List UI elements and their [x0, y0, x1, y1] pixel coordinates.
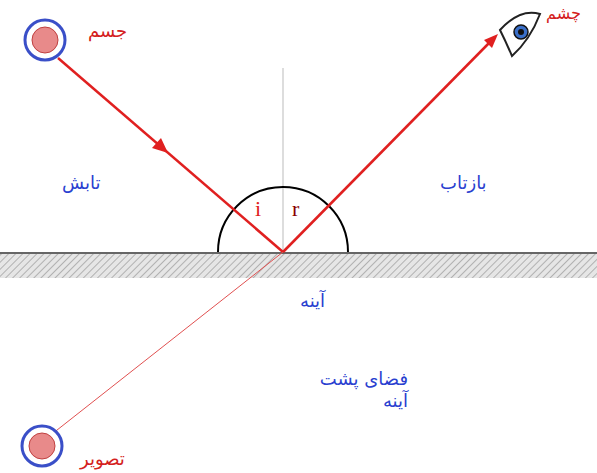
ray-label: تابش	[62, 172, 100, 194]
image-line	[52, 252, 283, 434]
reflected-ray	[283, 40, 492, 252]
angle-label: r	[292, 198, 299, 220]
object-circle	[25, 20, 65, 60]
ray-arrowhead	[152, 138, 168, 153]
eye-symbol	[500, 13, 540, 56]
eye-label: چشم	[546, 4, 581, 23]
normal-line	[283, 68, 284, 252]
angle-arc	[218, 187, 348, 252]
image-core	[29, 433, 55, 459]
mirror-label: آینه	[300, 290, 325, 312]
object-label: جسم	[88, 20, 127, 42]
region-label: فضای پشت آینه	[318, 368, 408, 411]
angle-label: i	[255, 198, 261, 220]
mirror-edge	[0, 252, 597, 254]
image-label: تصویر	[80, 448, 125, 470]
ray-label: بازتاب	[440, 172, 487, 194]
image-circle	[22, 426, 62, 466]
incident-ray	[58, 58, 283, 252]
object-core	[32, 27, 58, 53]
mirror-surface	[0, 254, 597, 278]
ray-arrowhead	[484, 34, 498, 48]
